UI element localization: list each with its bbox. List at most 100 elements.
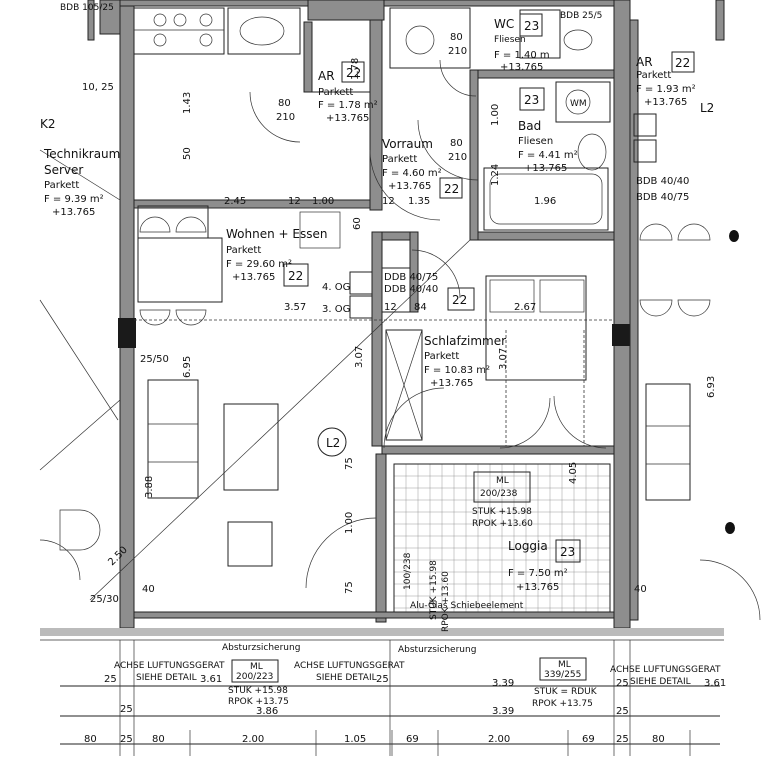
dim-door-wc-w: 80 xyxy=(450,32,463,43)
label-k2: K2 xyxy=(40,117,56,131)
bad-badge: 23 xyxy=(524,93,539,107)
absturz-left: Absturzsicherung xyxy=(222,643,300,653)
ar-top-floor: Parkett xyxy=(318,87,353,98)
wohnen-badge: 22 xyxy=(288,269,303,283)
living-furniture xyxy=(134,205,614,567)
door-side-size: 100/238 xyxy=(403,552,413,590)
loggia-name: Loggia xyxy=(508,539,548,553)
section-lines xyxy=(39,149,471,601)
technikraum-level: +13.765 xyxy=(52,207,95,218)
bedroom-furniture xyxy=(385,275,587,446)
dim-door-b-h: 210 xyxy=(448,152,467,163)
dim-267: 2.67 xyxy=(514,302,536,313)
kitchen-unit xyxy=(133,7,301,55)
vorraum-name: Vorraum xyxy=(382,137,433,151)
dimension-lines xyxy=(60,640,720,756)
vorraum-level: +13.765 xyxy=(388,181,431,192)
schlaf-area: F = 10.83 m² xyxy=(424,365,490,376)
section-l2r-label: L2 xyxy=(700,101,714,115)
absturz-mid: Absturzsicherung xyxy=(398,645,476,655)
loggia-rpok: RPOK +13.60 xyxy=(472,519,533,529)
bdb-top: BDB 105/25 xyxy=(60,3,114,13)
dim-b-25b: 25 xyxy=(376,674,389,685)
dim-178: 1.78 xyxy=(350,58,361,80)
dim-c-200b: 2.00 xyxy=(488,734,510,745)
og3-label: 3. OG xyxy=(322,304,350,315)
technikraum-area: F = 9.39 m² xyxy=(44,194,104,205)
dim-door-a-w: 80 xyxy=(278,98,291,109)
ar-right-floor: Parkett xyxy=(636,70,671,81)
dim-c-200a: 2.00 xyxy=(242,734,264,745)
dim-693: 6.93 xyxy=(706,376,717,398)
ar-top-name: AR xyxy=(318,69,335,83)
wc-name: WC xyxy=(494,17,514,31)
wc-area: F = 1.40 m xyxy=(494,50,550,61)
dim-c-1055: 1.05 xyxy=(344,734,366,745)
ddb-label-2: DDB 40/40 xyxy=(384,284,438,295)
bath-fixtures xyxy=(417,81,611,231)
left-neighbour xyxy=(39,299,119,581)
ml-left: ML xyxy=(250,662,263,672)
storage-ar-top xyxy=(249,91,370,143)
dim-25-50: 25/50 xyxy=(140,354,169,365)
dim-c-805a: 80 xyxy=(84,734,97,745)
stuk-right: STUK = RDUK xyxy=(534,687,598,697)
vorraum-area: F = 4.60 m² xyxy=(382,168,442,179)
dim-door-wc-h: 210 xyxy=(448,46,467,57)
schlaf-level: +13.765 xyxy=(430,378,473,389)
door-swings xyxy=(305,149,607,589)
bad-area: F = 4.41 m² xyxy=(518,150,578,161)
section-marker-l2 xyxy=(317,427,347,457)
dim-b-25e: 25 xyxy=(616,706,629,717)
dim-405: 4.05 xyxy=(568,462,579,484)
dim-60: 60 xyxy=(352,217,363,230)
dim-75l: 75 xyxy=(344,581,355,594)
ar-top-area: F = 1.78 m² xyxy=(318,100,378,111)
bad-floor: Fliesen xyxy=(518,136,553,147)
section-l2-label: L2 xyxy=(326,436,340,450)
loggia-badge: 23 xyxy=(560,545,575,559)
dim-100v: 1.00 xyxy=(490,104,501,126)
shafts xyxy=(349,113,657,319)
dim-135: 1.35 xyxy=(408,196,430,207)
loggia-stuk: STUK +15.98 xyxy=(472,507,532,517)
wc-floor: Fliesen xyxy=(494,35,526,45)
dim-196: 1.96 xyxy=(534,196,556,207)
wc-fixtures xyxy=(389,7,593,97)
dim-84: 84 xyxy=(414,302,427,313)
achse-mid-2: SIEHE DETAIL xyxy=(316,673,377,683)
slab-hatch xyxy=(40,628,724,641)
ml-left-value: 200/223 xyxy=(236,672,273,682)
dim-c-25b: 25 xyxy=(616,734,629,745)
achse-left-2: SIEHE DETAIL xyxy=(136,673,197,683)
wohnen-level: +13.765 xyxy=(232,272,275,283)
dim-124: 1.24 xyxy=(490,164,501,186)
dim-b-25a: 25 xyxy=(104,674,117,685)
technikraum-name2: Server xyxy=(44,163,83,177)
dim-695: 6.95 xyxy=(182,356,193,378)
loggia-tile-grid xyxy=(393,463,611,612)
stuk-left: STUK +15.98 xyxy=(228,686,288,696)
dim-12b: 12 xyxy=(382,196,395,207)
technikraum-floor: Parkett xyxy=(44,180,79,191)
bad-wm: WM xyxy=(570,99,587,109)
dim-b-386: 3.86 xyxy=(256,706,278,717)
punch-hole xyxy=(729,230,739,242)
achse-mid-1: ACHSE LUFTUNGSGERAT xyxy=(294,661,405,671)
og4-label: 4. OG xyxy=(322,282,350,293)
ml-right-value: 339/255 xyxy=(544,670,581,680)
dim-c-805c: 80 xyxy=(652,734,665,745)
dim-307a: 3.07 xyxy=(354,346,365,368)
dim-143: 1.43 xyxy=(182,92,193,114)
dim-door-b-w: 80 xyxy=(450,138,463,149)
dim-12a: 12 xyxy=(288,196,301,207)
vorraum-badge: 22 xyxy=(444,182,459,196)
bad-level: +13.765 xyxy=(524,163,567,174)
achse-right-2: SIEHE DETAIL xyxy=(630,677,691,687)
loggia-ml: ML xyxy=(496,476,509,486)
dim-50: 50 xyxy=(182,147,193,160)
bdb-top-2: BDB 25/5 xyxy=(560,11,602,21)
vorraum-floor: Parkett xyxy=(382,154,417,165)
loggia-level: +13.765 xyxy=(516,582,559,593)
